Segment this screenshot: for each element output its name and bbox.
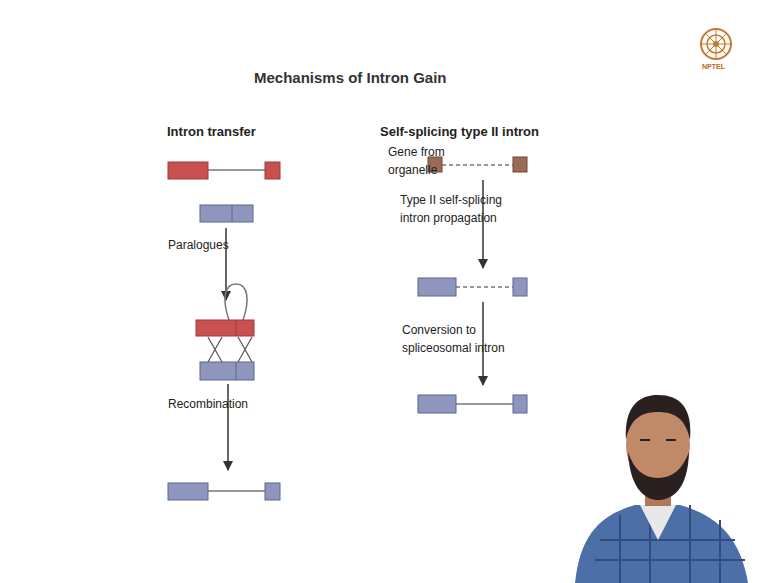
- blue-gene-with-intron: [168, 483, 280, 500]
- gene-with-type-ii-intron: [418, 278, 527, 296]
- logo-text: NPTEL: [702, 63, 725, 71]
- section-heading: Intron transfer: [167, 123, 256, 141]
- gene-with-spliceosomal-intron: [418, 395, 527, 413]
- step-label: Gene from organelle: [388, 143, 458, 179]
- step-label: Conversion to spliceosomal intron: [402, 321, 522, 357]
- process-arrow: [227, 384, 229, 470]
- nptel-logo: [701, 29, 731, 59]
- slide-title: Mechanisms of Intron Gain: [254, 69, 447, 87]
- step-label: Type II self-splicing intron propagation: [400, 191, 528, 227]
- blue-gene-intronless: [200, 205, 253, 222]
- red-gene-with-intron: [168, 162, 280, 179]
- step-label: Paralogues: [168, 236, 288, 254]
- presenter-figure: [575, 395, 748, 583]
- paralogue-pairing: [196, 284, 254, 380]
- step-label: Recombination: [168, 395, 288, 413]
- section-heading: Self-splicing type II intron: [380, 123, 539, 141]
- organelle-gene: [428, 157, 527, 172]
